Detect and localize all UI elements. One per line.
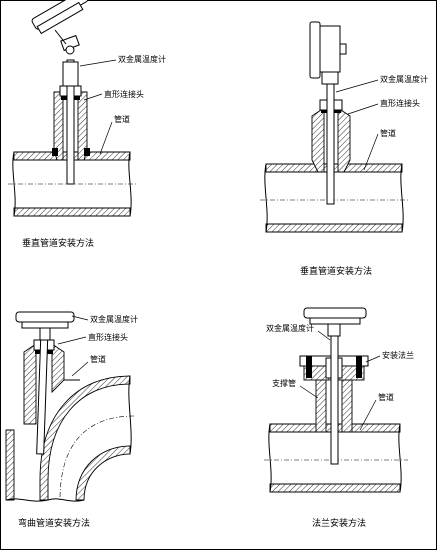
label-thermometer-3: 双金属温度计 [90,314,138,324]
caption-vertical-2: 垂直管道安装方法 [300,265,372,277]
panel-elbow: 双金属温度计 直形连接头 管道 弯曲管道安装方法 [5,311,138,529]
label-connector-2: 直形连接头 [380,98,420,108]
bimetal-thermometer-2 [309,21,347,85]
label-pipe-1: 管道 [114,114,130,124]
caption-vertical-1: 垂直管道安装方法 [22,237,94,249]
label-support-tube: 支撑管 [272,378,296,388]
straight-connector-3 [23,339,80,425]
label-thermometer-4: 双金属温度计 [266,323,314,333]
elbow-pipe [5,375,135,502]
label-connector-3: 直形连接头 [88,332,128,342]
panel-flange: 双金属温度计 安装法兰 支撑管 管道 法兰安装方法 [264,307,414,529]
label-thermometer-1: 双金属温度计 [118,54,166,64]
panel-vertical-1: 双金属温度计 直形连接头 管道 垂直管道安装方法 [8,0,166,249]
thermometer-stem-1 [66,59,75,185]
label-pipe-2: 管道 [380,128,396,138]
label-flange: 安装法兰 [382,350,414,360]
caption-elbow: 弯曲管道安装方法 [18,517,90,529]
label-thermometer-2: 双金属温度计 [380,74,428,84]
panel-vertical-2: 双金属温度计 直形连接头 管道 垂直管道安装方法 [260,21,428,277]
pipe-1 [8,151,138,217]
label-pipe-3: 管道 [90,354,106,364]
pipe-2 [260,163,410,233]
bimetal-thermometer-1 [31,0,89,55]
bimetal-thermometer-4 [303,307,367,337]
label-connector-1: 直形连接头 [104,89,144,99]
bimetal-thermometer-3 [15,311,75,341]
thermometer-stem-2 [326,83,335,205]
label-pipe-4: 管道 [378,392,394,402]
thermometer-stem-4 [330,329,339,465]
caption-flange: 法兰安装方法 [312,517,366,529]
